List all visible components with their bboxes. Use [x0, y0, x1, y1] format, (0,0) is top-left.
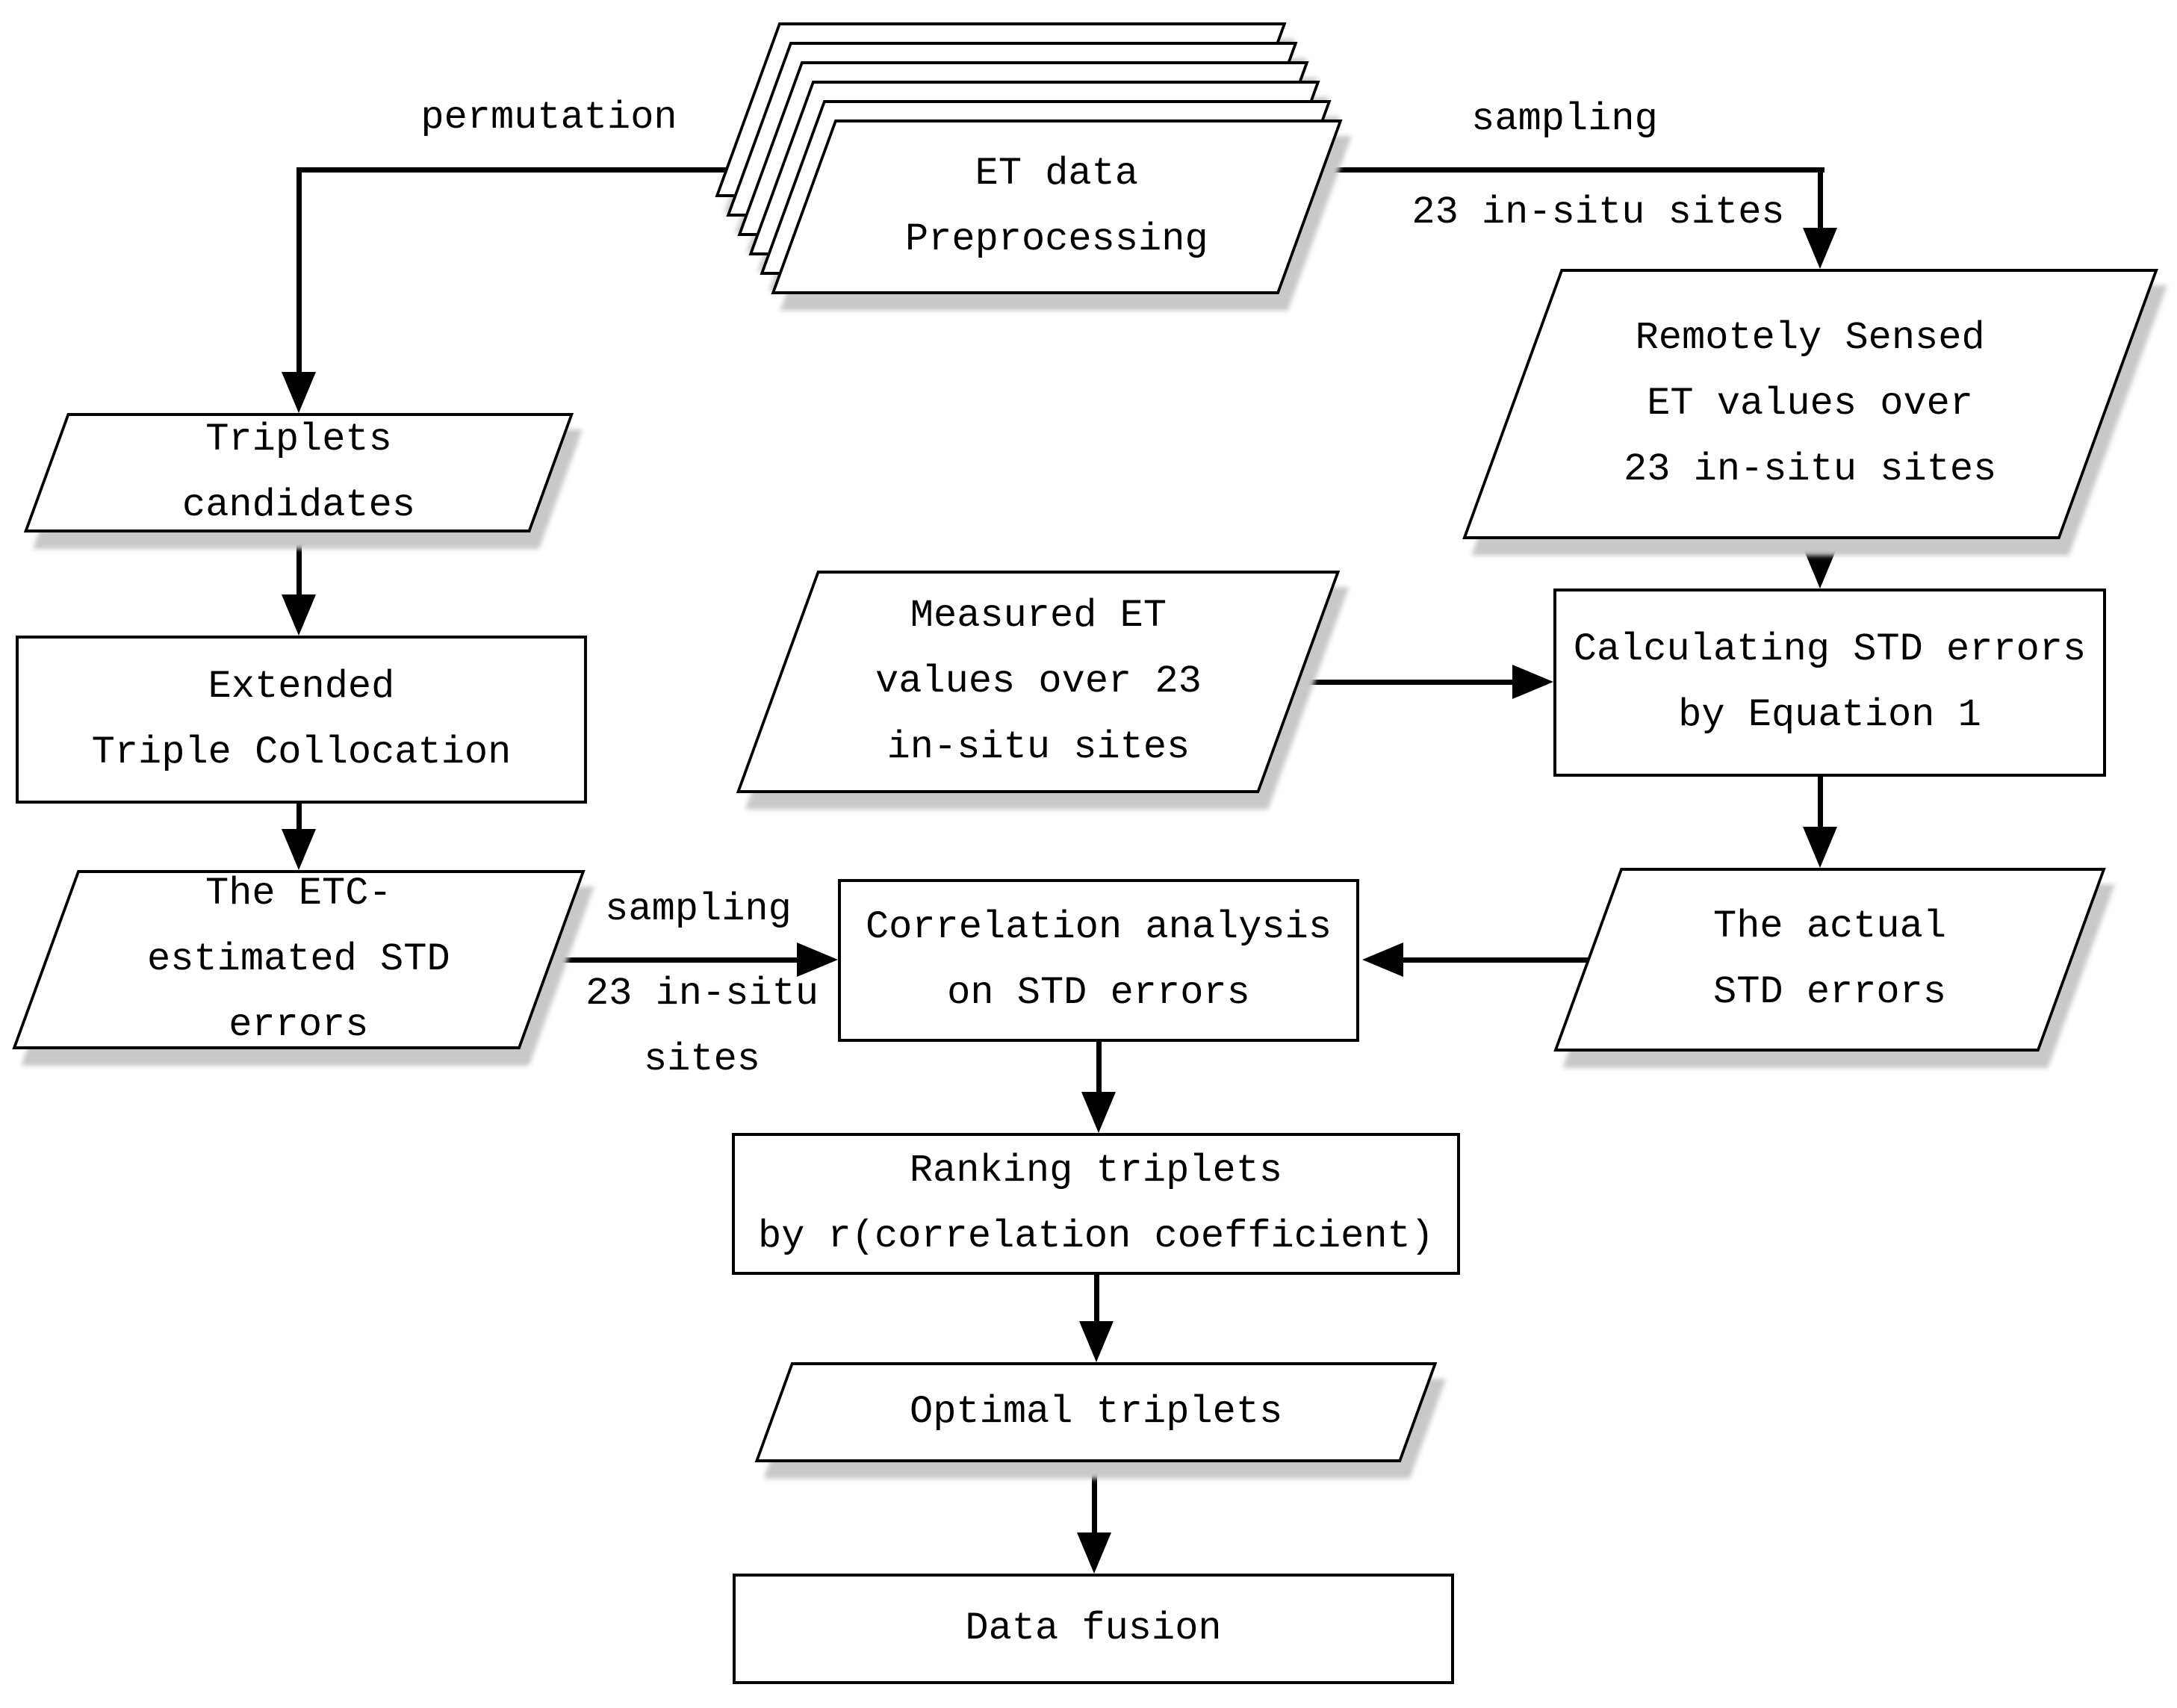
- arrowhead-to-correlation-left: [797, 942, 838, 977]
- node-remotely-sensed-et-values: Remotely Sensed ET values over 23 in-sit…: [1462, 269, 2158, 539]
- node-ranking-triplets: Ranking triplets by r(correlation coeffi…: [732, 1133, 1460, 1275]
- arrowhead-to-fusion: [1077, 1532, 1111, 1574]
- edge-ranking-optimal: [1094, 1273, 1099, 1326]
- node-calculating-std-errors-label: Calculating STD errors by Equation 1: [1573, 627, 2087, 737]
- arrowhead-to-ranking: [1081, 1092, 1116, 1133]
- edge-calculating-actual: [1818, 774, 1823, 831]
- node-measured-et-values-label: Measured ET values over 23 in-situ sites: [875, 594, 1202, 769]
- arrowhead-to-triplets: [282, 372, 316, 413]
- node-extended-triple-collocation-label: Extended Triple Collocation: [91, 664, 512, 774]
- node-actual-std-errors: The actual STD errors: [1553, 868, 2106, 1052]
- node-calculating-std-errors: Calculating STD errors by Equation 1: [1553, 589, 2106, 777]
- edge-optimal-fusion: [1092, 1460, 1097, 1537]
- node-triplets-candidates-label: Triplets candidates: [181, 417, 416, 527]
- node-actual-std-errors-label: The actual STD errors: [1712, 904, 1947, 1014]
- edge-measured-calculating: [1297, 680, 1517, 685]
- arrowhead-to-actual: [1803, 827, 1837, 868]
- arrowhead-to-calculating-left: [1512, 665, 1553, 699]
- edge-actual-correlation: [1401, 957, 1589, 963]
- edge-label-sampling-left: sampling: [605, 887, 792, 931]
- node-extended-triple-collocation: Extended Triple Collocation: [16, 636, 587, 804]
- node-correlation-analysis: Correlation analysis on STD errors: [838, 879, 1359, 1042]
- edge-permutation-vline: [296, 167, 302, 376]
- arrowhead-to-extended: [282, 594, 316, 636]
- arrowhead-to-optimal: [1079, 1321, 1114, 1362]
- edge-sampling-top-vline: [1818, 167, 1823, 232]
- edge-label-permutation: permutation: [420, 96, 677, 140]
- edge-triplets-extended: [296, 530, 302, 597]
- edge-etc-correlation: [554, 957, 801, 963]
- edge-label-sites-top: 23 in-situ sites: [1412, 190, 1785, 235]
- node-etc-estimated-std-errors-label: The ETC- estimated STD errors: [147, 872, 450, 1047]
- edge-sampling-top-hline: [1297, 167, 1824, 173]
- node-optimal-triplets: Optimal triplets: [754, 1362, 1438, 1462]
- edge-correlation-ranking: [1096, 1040, 1102, 1096]
- node-et-data-preprocessing-label: ET data Preprocessing: [905, 152, 1208, 261]
- edge-label-sampling-top: sampling: [1471, 97, 1658, 141]
- node-optimal-triplets-label: Optimal triplets: [909, 1390, 1283, 1434]
- edge-remotely-calculating: [1818, 537, 1823, 552]
- node-ranking-triplets-label: Ranking triplets by r(correlation coeffi…: [758, 1149, 1434, 1258]
- node-remotely-sensed-et-values-label: Remotely Sensed ET values over 23 in-sit…: [1624, 316, 1997, 491]
- node-measured-et-values: Measured ET values over 23 in-situ sites: [736, 571, 1341, 793]
- edge-extended-etc: [296, 801, 302, 833]
- node-triplets-candidates: Triplets candidates: [23, 413, 574, 532]
- node-data-fusion: Data fusion: [733, 1574, 1454, 1684]
- node-correlation-analysis-label: Correlation analysis on STD errors: [865, 905, 1332, 1015]
- node-data-fusion-label: Data fusion: [965, 1606, 1222, 1650]
- node-etc-estimated-std-errors: The ETC- estimated STD errors: [12, 870, 586, 1049]
- edge-permutation-hline: [296, 167, 819, 173]
- arrowhead-to-calculating-top: [1803, 547, 1837, 589]
- edge-label-sites-left: 23 in-situ sites: [585, 972, 819, 1081]
- node-et-data-preprocessing: ET data Preprocessing: [771, 119, 1343, 294]
- arrowhead-to-remotely: [1803, 228, 1837, 269]
- arrowhead-to-etc-errors: [282, 829, 316, 870]
- arrowhead-to-correlation-right: [1362, 942, 1403, 977]
